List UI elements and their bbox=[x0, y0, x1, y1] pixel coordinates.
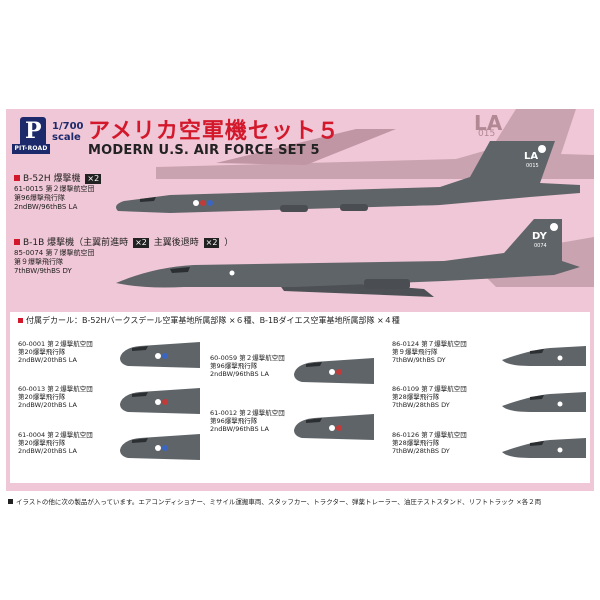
decal-nose-8 bbox=[502, 438, 586, 458]
decal-nose-3 bbox=[120, 434, 200, 460]
decal-nose-1 bbox=[120, 342, 200, 368]
b1b-illustration bbox=[116, 219, 580, 297]
title-english: MODERN U.S. AIR FORCE SET 5 bbox=[88, 143, 320, 158]
scale-ratio: 1/700 bbox=[52, 121, 84, 132]
b1b-tail-serial: 0074 bbox=[534, 243, 547, 249]
title-japanese: アメリカ空軍機セット５ bbox=[88, 119, 340, 144]
decal-nose-5 bbox=[294, 414, 374, 440]
product-panel: LA 015 P PIT-ROAD 1/700 scale アメリカ空軍機セット… bbox=[6, 109, 594, 491]
decal-nose-4 bbox=[294, 358, 374, 384]
b1b-caption: 85-0074 第７爆撃航空団 第９爆撃飛行隊 7thBW/9thBS DY bbox=[14, 249, 95, 275]
b1b-heading-text-2: 主翼後退時 bbox=[153, 238, 199, 248]
scale-word: scale bbox=[52, 132, 81, 143]
b1b-qty-badge-2: ×2 bbox=[203, 238, 220, 248]
b52-tail-code: LA bbox=[524, 151, 539, 162]
decal-nose-6 bbox=[502, 346, 586, 366]
decal-title: 付属デカール：B-52Hバークスデール空軍基地所属部隊 ×６種、B-1Bダイエス… bbox=[18, 315, 400, 326]
b52-caption: 61-0015 第２爆撃航空団 第96爆撃飛行隊 2ndBW/96thBS LA bbox=[14, 185, 95, 211]
background-tail-code: LA bbox=[474, 111, 503, 135]
b52-heading: B-52H 爆撃機 ×2 bbox=[14, 171, 103, 184]
logo-code: PIT-ROAD bbox=[12, 144, 50, 154]
decal-nose-2 bbox=[120, 388, 200, 414]
b1b-heading: B-1B 爆撃機（主翼前進時 ×2 主翼後退時 ×2 ） bbox=[14, 235, 233, 248]
b52-heading-text: B-52H 爆撃機 bbox=[23, 174, 81, 184]
decal-panel: 付属デカール：B-52Hバークスデール空軍基地所属部隊 ×６種、B-1Bダイエス… bbox=[10, 312, 590, 483]
b1b-heading-text: B-1B 爆撃機（主翼前進時 bbox=[23, 238, 129, 248]
background-b1b-illustration bbox=[476, 237, 594, 287]
b1b-tail-code: DY bbox=[532, 231, 547, 242]
b52-qty-badge: ×2 bbox=[85, 174, 102, 184]
logo-letter: P bbox=[25, 118, 42, 144]
decal-nose-7 bbox=[502, 392, 586, 412]
b1b-qty-badge: ×2 bbox=[133, 238, 149, 248]
pitroad-logo: P bbox=[20, 117, 46, 147]
b52-tail-serial: 0015 bbox=[526, 163, 539, 169]
footer-note: イラストの他に次の製品が入っています。エアコンディショナー、ミサイル運搬車両、ス… bbox=[8, 496, 541, 506]
scale-label: 1/700 scale bbox=[52, 121, 83, 143]
background-tail-serial: 015 bbox=[478, 129, 496, 139]
